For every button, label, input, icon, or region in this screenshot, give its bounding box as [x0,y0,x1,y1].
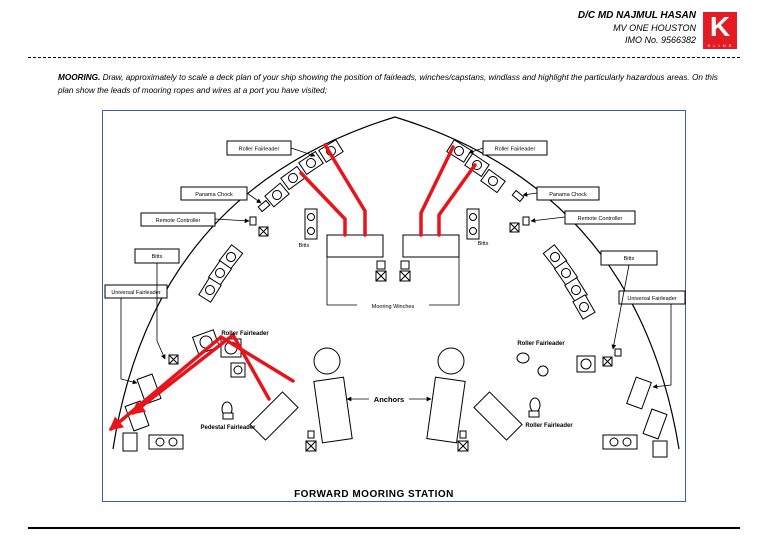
panama-chock-left [257,199,271,213]
mooring-winch-left [326,234,387,282]
label-bitts-right: Bitts [624,256,635,262]
fairleader-row-left [198,244,244,303]
fairleader-row-right [542,244,596,320]
label-roller-fairleader-right: Roller Fairleader [517,341,565,347]
warping-drum-right [473,391,523,441]
footer-rule [28,527,740,529]
label-pedestal-fairleader: Pedestal Fairleader [200,425,256,431]
roller-fairleader-top-left [264,139,344,208]
mooring-winch-right [399,234,460,282]
universal-fairleader-right [626,376,668,458]
logo-letter: K [709,11,731,42]
roller-fairleader-left [168,329,246,378]
pedestal-fairleader-left [221,401,234,420]
deck-plan-frame: Roller Fairleader Roller Fairleader Pana… [102,110,686,502]
label-bitts-left: Bitts [152,254,163,260]
label-remote-controller-left: Remote Controller [156,218,201,224]
remote-controller-left [249,216,269,237]
label-mooring-winches: Mooring Winches [372,304,415,310]
label-bitts-top-right: Bitts [478,241,489,247]
bitts-bottom-right [602,434,638,450]
header-rule [28,57,740,58]
logo-subtext: K L I N E [707,43,733,48]
bitts-bottom-left [148,434,184,450]
label-panama-chock-right: Panama Chock [549,192,587,198]
pedestal-fairleader-right [528,397,541,418]
roller-fairleader-right [516,348,622,377]
diagram-title: FORWARD MOORING STATION [294,489,454,500]
document-header: D/C MD NAJMUL HASAN MV ONE HOUSTON IMO N… [578,10,696,46]
mooring-rope-leads [108,143,477,431]
bitts-top-left [304,208,318,240]
anchors [313,347,466,444]
label-bitts-top-left: Bitts [299,243,310,249]
panama-chock-right [511,189,525,203]
ship-name: MV ONE HOUSTON [613,23,696,33]
label-roller-fairleader-bottom-right: Roller Fairleader [525,423,573,429]
label-roller-fairleader-top-right: Roller Fairleader [495,147,536,153]
label-roller-fairleader-top-left: Roller Fairleader [239,147,280,153]
label-universal-fairleader-right: Universal Fairleader [627,296,676,302]
label-panama-chock-left: Panama Chock [195,192,233,198]
label-universal-fairleader-left: Universal Fairleader [111,290,160,296]
label-anchors: Anchors [374,395,404,404]
label-roller-fairleader-left: Roller Fairleader [221,331,269,337]
task-text: Draw, approximately to scale a deck plan… [58,73,718,95]
label-remote-controller-right: Remote Controller [578,216,623,222]
remote-controller-right [509,216,530,233]
task-heading: MOORING. [58,73,101,82]
remote-controller-bottom [305,430,469,452]
k-line-logo: K K L I N E [703,12,737,49]
bitts-top-right [466,208,480,240]
task-description: MOORING. Draw, approximately to scale a … [58,71,718,97]
author-name: D/C MD NAJMUL HASAN [577,10,696,21]
warping-drum-left [249,391,299,441]
imo-number: IMO No. 9566382 [624,35,696,45]
deck-plan-diagram: Roller Fairleader Roller Fairleader Pana… [104,116,686,500]
